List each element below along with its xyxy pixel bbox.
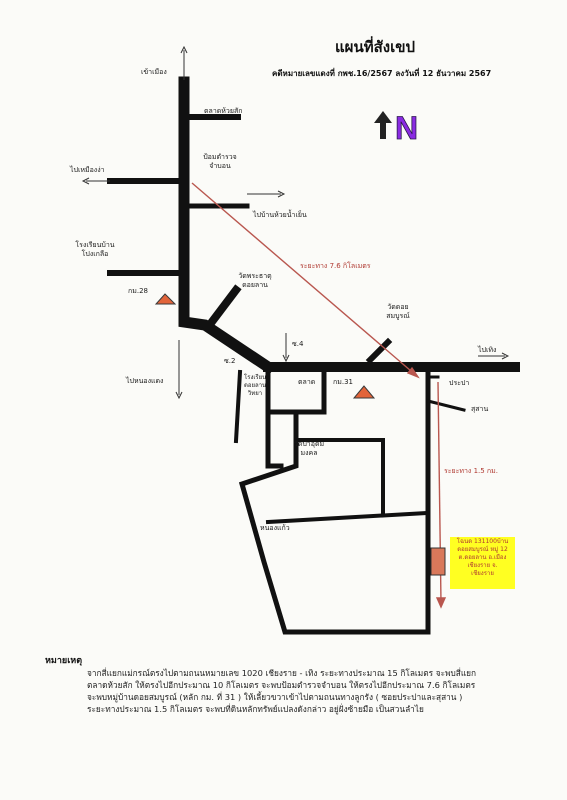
- wat-doi-line1: วัดดอย: [387, 303, 409, 311]
- route-7-6km: [191, 182, 419, 378]
- road-cemetery: [426, 399, 466, 412]
- plot-marker: [430, 547, 446, 576]
- label-police-box: ป้อมตำรวจ จำบอน: [197, 153, 243, 171]
- school-pong-kluea-line2: โปงเกลือ: [81, 250, 109, 258]
- case-number: คดีหมายเลขแดงที่ กพช.16/2567 ลงวันที่ 12…: [272, 69, 492, 78]
- label-talat-huai-sak: ตลาดห้วยสัก: [204, 107, 243, 115]
- school-doi-lan-line3: วิทยา: [247, 390, 263, 397]
- arrow-to-thoeng: [478, 352, 510, 360]
- wat-phra-that-line1: วัดพระธาตุ: [238, 272, 272, 280]
- notes-heading: หมายเหตุ: [45, 656, 83, 666]
- label-wat-doi-somboon: วัดดอย สมบูรณ์: [378, 303, 418, 321]
- label-water-supply: ประปา: [449, 379, 470, 387]
- plot-line3: ต.ดอยลาน อ.เมือง: [458, 554, 507, 561]
- label-km31: กม.31: [333, 378, 353, 386]
- road-wat-phra-that: [202, 284, 242, 333]
- main-road: [178, 76, 276, 375]
- road-cross: [265, 510, 430, 525]
- label-cemetery: สุสาน: [471, 405, 489, 413]
- label-school-pong-kluea: โรงเรียนบ้าน โปงเกลือ: [72, 241, 118, 259]
- direction-arrows: [81, 45, 510, 400]
- label-soi4: ซ.4: [292, 340, 304, 348]
- km28-triangle: [154, 293, 177, 305]
- school-pong-kluea-line1: โรงเรียนบ้าน: [75, 241, 115, 249]
- road-school: [233, 369, 243, 444]
- label-soi2: ซ.2: [224, 357, 236, 365]
- label-to-muang-nga: ไปเหมืองง่า: [70, 166, 105, 174]
- label-market: ตลาด: [298, 378, 316, 386]
- wat-phra-that-line2: ดอยลาน: [242, 281, 268, 289]
- roads: [107, 76, 520, 635]
- road-nong-kaeo: [238, 410, 430, 635]
- route-1-5km-head: [435, 597, 447, 609]
- label-wat-phra-that: วัดพระธาตุ ดอยลาน: [232, 272, 278, 290]
- plot-info-box: โฉนด 131100บ้าน ดอยสมบูรณ์ หมู่ 12 ต.ดอย…: [450, 537, 515, 589]
- notes-line3: จะพบหมู่บ้านดอยสมบูรณ์ (หลัก กม. ที่ 31 …: [87, 692, 463, 702]
- wat-doi-line2: สมบูรณ์: [386, 312, 410, 320]
- police-box-line1: ป้อมตำรวจ: [203, 153, 237, 161]
- arrow-to-city: [180, 45, 188, 80]
- notes-line2: ตลาดห้วยสัก ให้ตรงไปอีกประมาณ 10 กิโลเมต…: [87, 680, 476, 690]
- km-markers: [154, 293, 376, 399]
- label-nong-kaeo: หนองแก้ว: [260, 524, 290, 532]
- route-lines: [191, 182, 447, 609]
- label-to-ban-huai-nam-yen: ไปบ้านห้วยน้ำเย็น: [253, 211, 307, 219]
- label-wat-pa-udom: วัดป่าอุดม มงคล: [287, 440, 331, 458]
- road-wat-doi: [365, 337, 393, 365]
- plot-line1: โฉนด 131100บ้าน: [456, 538, 509, 545]
- north-letter: N: [395, 110, 418, 143]
- north-compass: N: [374, 110, 419, 143]
- label-to-nong-daeng: ไปหนองแดง: [126, 377, 164, 385]
- notes-line4: ระยะทางประมาณ 1.5 กิโลเมตร จะพบที่ดินหลั…: [87, 704, 424, 714]
- arrow-to-muang-nga: [81, 177, 110, 185]
- police-box-line2: จำบอน: [209, 162, 231, 170]
- km31-triangle: [352, 385, 376, 399]
- distance-7-6km: ระยะทาง 7.6 กิโลเมตร: [300, 262, 371, 270]
- label-km28: กม.28: [128, 287, 148, 295]
- plot-line2: ดอยสมบูรณ์ หมู่ 12: [457, 546, 508, 553]
- plot-line4: เชียงราย จ.: [467, 562, 498, 569]
- school-doi-lan-line2: ดอยลาน: [244, 382, 267, 389]
- arrow-soi4: [282, 333, 290, 363]
- notes-line1: จากสี่แยกแม่กรณ์ตรงไปตามถนนหมายเลข 1020 …: [87, 668, 477, 678]
- notes-body: จากสี่แยกแม่กรณ์ตรงไปตามถนนหมายเลข 1020 …: [87, 667, 527, 715]
- label-to-city: เข้าเมือง: [141, 68, 167, 76]
- north-arrow-icon: [374, 111, 392, 139]
- distance-1-5km: ระยะทาง 1.5 กม.: [444, 467, 499, 475]
- plot-line5: เชียงราย: [471, 570, 494, 577]
- road-market-loop: [265, 369, 327, 469]
- arrow-to-nong-daeng: [175, 340, 183, 400]
- road-east-loop: [294, 438, 385, 515]
- wat-pa-line1: วัดป่าอุดม: [293, 440, 325, 448]
- wat-pa-line2: มงคล: [300, 449, 318, 457]
- arrow-to-huai-nam-yen: [247, 190, 286, 198]
- route-7-6km-head: [406, 366, 420, 379]
- label-school-doi-lan: โรงเรียน ดอยลาน วิทยา: [244, 374, 266, 398]
- label-to-thoeng: ไปเทิง: [478, 346, 497, 354]
- page-title: แผนที่สังเขป: [335, 38, 415, 56]
- school-doi-lan-line1: โรงเรียน: [244, 374, 267, 381]
